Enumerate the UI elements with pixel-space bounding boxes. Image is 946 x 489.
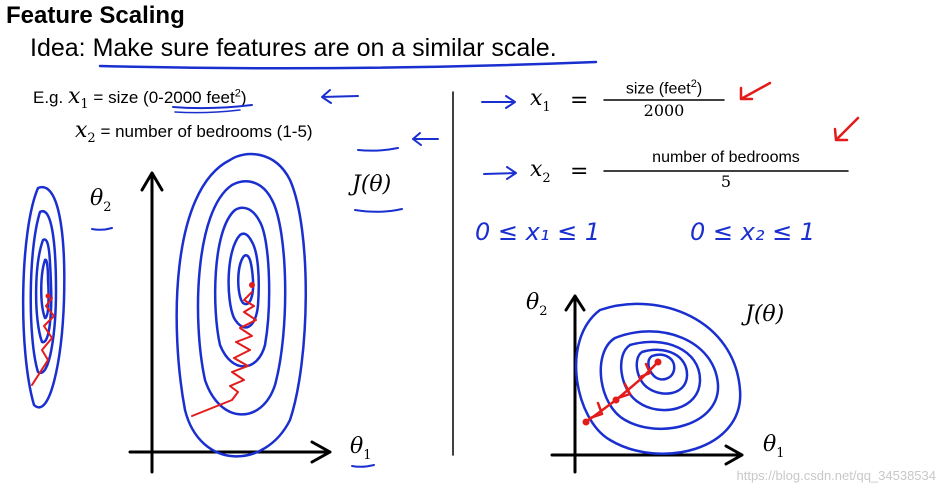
x1-text-a: = size ( (93, 88, 149, 107)
range-underline-2 (174, 109, 241, 114)
formula-x1-denominator: 2000 (643, 101, 685, 120)
left-axes (128, 171, 332, 474)
left-contour-theta2-label: θ2 (90, 186, 112, 215)
idea-text: Make sure features are on a similar scal… (92, 34, 557, 62)
right-step-point (612, 396, 620, 404)
x1-range: 0-2000 (148, 88, 202, 107)
formula-x2-eq: = (570, 159, 589, 184)
inequality-x2: 0 ≤ x₂ ≤ 1 (690, 218, 816, 246)
left-big-contour (175, 152, 307, 458)
right-cost-label: J(θ) (745, 302, 785, 327)
idea-line: Idea: Make sure features are on a simila… (30, 34, 557, 63)
right-circle-contour (574, 302, 742, 455)
idea-label: Idea: (30, 34, 86, 62)
left-cost-label: J(θ) (352, 172, 392, 197)
range2-underline (357, 147, 399, 152)
left-narrow-contour (21, 185, 66, 409)
theta1-underline (351, 464, 375, 468)
formula-x2-lhs: x2 (530, 157, 551, 186)
right-theta2-label: θ2 (526, 290, 548, 319)
inequality-x1: 0 ≤ x₁ ≤ 1 (475, 218, 601, 246)
x1-unit: feet (206, 88, 235, 107)
idea-underline (98, 60, 598, 70)
formula-x1-numerator: size (feet2) (625, 78, 703, 98)
left-narrow-descent (31, 297, 55, 386)
example-x1-line: E.g. x1 = size (0-2000 feet2) (33, 84, 247, 112)
x2-range: 1-5 (282, 122, 307, 141)
left-narrow-minimum (45, 293, 51, 299)
pointer-arrow-icon (321, 89, 517, 180)
left-big-minimum (249, 282, 255, 288)
formula-x2-denominator: 5 (720, 172, 732, 191)
red-arrow-icon (739, 81, 860, 142)
formula-x1-lhs: x1 (530, 86, 551, 115)
slide-title: Feature Scaling (6, 2, 185, 29)
example-prefix: E.g. (33, 88, 64, 107)
right-axes (550, 294, 744, 474)
x2-var: x2 (75, 118, 96, 146)
right-theta1-label: θ1 (763, 432, 785, 461)
formula-x2-numerator: number of bedrooms (652, 149, 800, 166)
x1-var: x1 (67, 84, 89, 112)
theta2-underline (91, 227, 113, 231)
example-x2-line: x2 = number of bedrooms (1-5) (75, 118, 313, 146)
right-descent (584, 360, 660, 424)
left-theta1-label: θ1 (350, 434, 372, 463)
x2-text-a: = number of bedrooms ( (100, 122, 283, 141)
right-start-point (582, 418, 590, 426)
left-big-descent (191, 291, 257, 417)
cost-underline (354, 208, 403, 213)
range-underline (172, 104, 253, 110)
watermark: https://blog.csdn.net/qq_34538534 (736, 468, 937, 483)
formula-x1-eq: = (570, 88, 589, 113)
right-minimum (654, 358, 662, 366)
